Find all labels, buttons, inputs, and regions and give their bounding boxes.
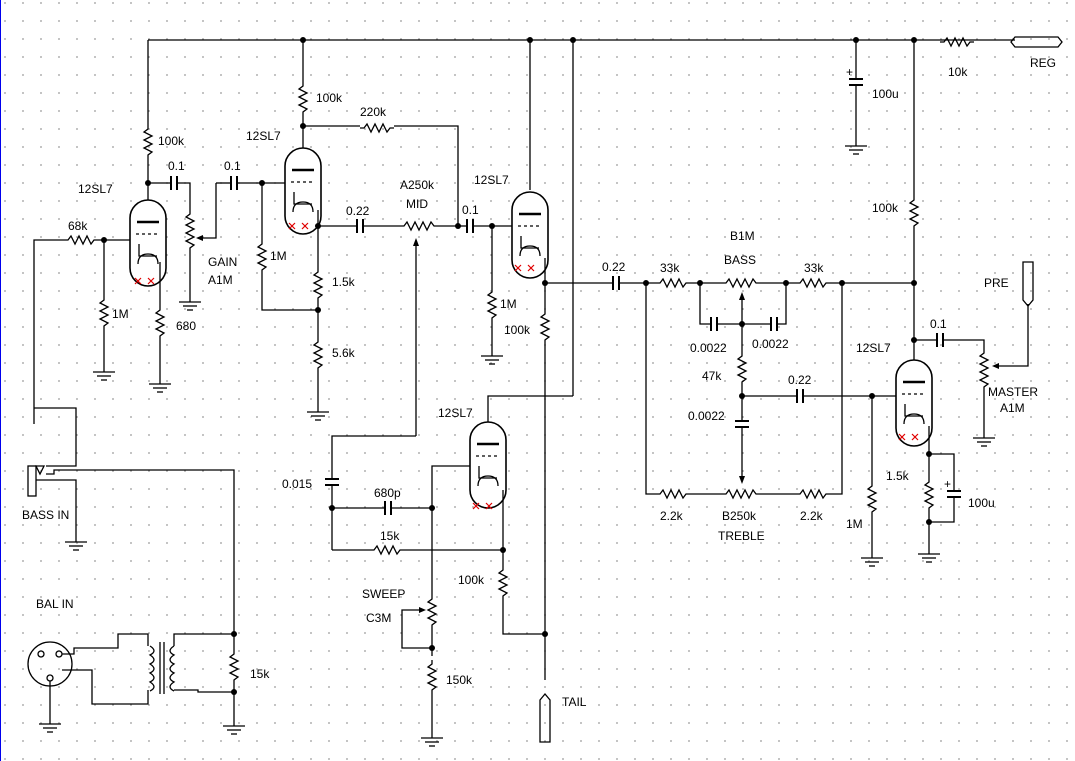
r10k-label: 10k (948, 65, 968, 79)
c2-label: 0.1 (224, 159, 241, 173)
r-cath2b-label: 5.6k (332, 346, 356, 360)
master-label: MASTER (988, 385, 1038, 399)
tube-v3-label: 12SL7 (438, 406, 473, 420)
c5-label: 0.22 (602, 260, 626, 274)
gain-label: GAIN (208, 255, 237, 269)
tube-v2a-label: 12SL7 (474, 173, 509, 187)
tube-v1b-label: 12SL7 (246, 129, 281, 143)
r-100k-lo-label: 100k (458, 573, 485, 587)
reg-label: REG (1030, 56, 1056, 70)
c3-label: 0.22 (346, 204, 370, 218)
sweep-value: C3M (366, 611, 391, 625)
r-cath1-label: 680 (176, 319, 196, 333)
r-in-label: 68k (68, 219, 88, 233)
r-22a-label: 2.2k (660, 509, 684, 523)
r-47-label: 47k (702, 369, 722, 383)
r-cath2a-label: 1.5k (332, 275, 356, 289)
c4-label: 0.1 (462, 203, 479, 217)
bass-label: BASS (724, 253, 756, 267)
c100u-top-label: 100u (872, 87, 899, 101)
r-22b-label: 2.2k (800, 509, 824, 523)
tail-label: TAIL (562, 695, 587, 709)
r-grid4-label: 1M (846, 517, 863, 531)
r-15a-label: 15k (380, 529, 400, 543)
mid-label: MID (406, 197, 428, 211)
svg-text:+: + (846, 65, 853, 79)
treble-label: TREBLE (718, 529, 765, 543)
c-t-label: 0.0022 (688, 409, 725, 423)
c1-label: 0.1 (168, 159, 185, 173)
r-100k-out-label: 100k (872, 201, 899, 215)
c100u-out-label: 100u (968, 496, 995, 510)
r-15b-label: 15k (250, 667, 270, 681)
r-33a-label: 33k (660, 261, 680, 275)
sweep-label: SWEEP (362, 587, 405, 601)
tube-v1a-label: 12SL7 (78, 182, 113, 196)
c-b2-label: 0.0022 (752, 337, 789, 351)
bal-in-label: BAL IN (36, 597, 74, 611)
c015-label: 0.015 (282, 477, 312, 491)
tube-v2b-label: 12SL7 (856, 341, 891, 355)
c680p-label: 680p (374, 486, 401, 500)
treble-value: B250k (722, 509, 757, 523)
c-b1-label: 0.0022 (690, 341, 727, 355)
r-v1b-plate-label: 100k (316, 91, 343, 105)
r-v1a-plate-label: 100k (158, 134, 185, 148)
mid-value: A250k (400, 178, 435, 192)
svg-text:+: + (944, 477, 951, 491)
r-ck-label: 100k (504, 323, 531, 337)
master-value: A1M (1000, 401, 1025, 415)
r-grid2-label: 1M (270, 249, 287, 263)
r-150-label: 150k (446, 673, 473, 687)
c6-label: 0.22 (788, 373, 812, 387)
gain-value: A1M (208, 273, 233, 287)
r-33b-label: 33k (804, 261, 824, 275)
r-fb-label: 220k (360, 105, 387, 119)
c-out-label: 0.1 (930, 317, 947, 331)
bass-in-label: BASS IN (22, 508, 69, 522)
bass-value: B1M (730, 229, 755, 243)
r-grid3-label: 1M (500, 297, 517, 311)
r-grid1-label: 1M (112, 307, 129, 321)
r-15k-out-label: 1.5k (886, 469, 910, 483)
pre-label: PRE (984, 276, 1009, 290)
